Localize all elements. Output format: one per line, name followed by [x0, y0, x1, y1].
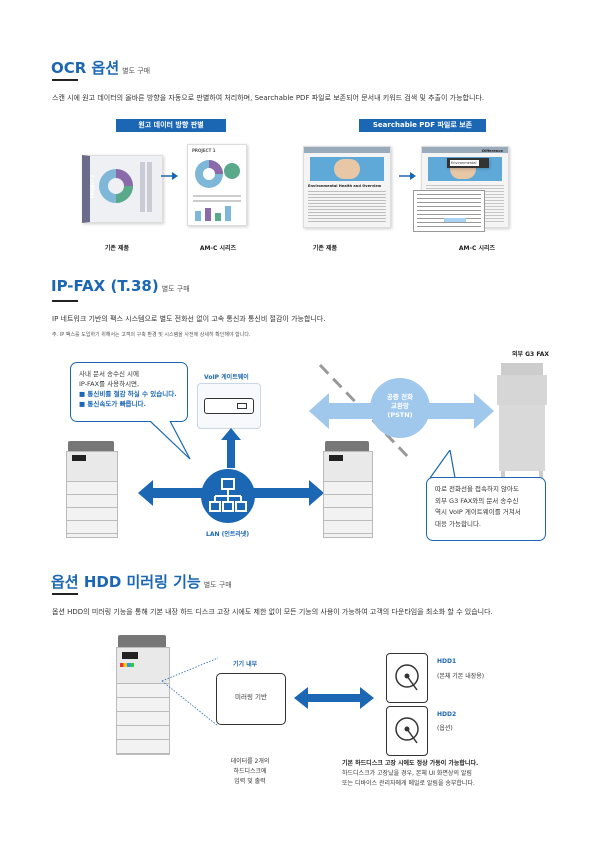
ocr-direction-label: 원고 데이터 방향 판별	[116, 119, 226, 132]
mfp-left	[66, 441, 118, 538]
voip-label: VoIP 게이트웨이	[204, 374, 249, 381]
caption-amc-2: AM-C 시리즈	[458, 245, 496, 252]
arrow-up-icon	[221, 428, 241, 468]
ocr-rotated-document: PROJECT 1	[76, 145, 163, 230]
arrow-right-icon	[252, 480, 324, 506]
ipfax-subtitle: 별도 구매	[161, 285, 190, 293]
mirroring-box: 미러링 기반	[216, 673, 286, 725]
pdf-window-legacy: Environmental Health and Overview	[303, 146, 391, 228]
pdf-search-box: Environmental	[447, 158, 489, 168]
ipfax-description: IP 네트워크 기반의 팩스 시스템으로 별도 전화선 없이 고속 통신과 통신…	[52, 315, 326, 323]
hdd-note: 기본 하드디스크 고장 시에도 정상 가동이 가능합니다. 하드디스크가 고장났…	[342, 759, 478, 789]
hdd-rule	[52, 593, 78, 595]
hdd-title-text: 옵션 HDD 미러링 기능	[51, 573, 201, 591]
hdd2-icon	[386, 706, 428, 756]
pie-chart-icon	[195, 160, 240, 188]
pstn-label: 교환망	[391, 402, 409, 410]
bubble-tail	[429, 450, 456, 479]
hdd-note-line: 또는 디바이스 관리자에게 메일로 알림을 송부합니다.	[342, 780, 475, 787]
pstn-label: (PSTN)	[387, 411, 413, 419]
hdd-note-bold: 기본 하드디스크 고장 시에도 정상 가동이 가능합니다.	[342, 760, 479, 767]
hdd-data-caption: 데이터를 2개의 하드디스크에 입력 및 출력	[216, 757, 284, 787]
hdd-subtitle: 별도 구매	[203, 581, 232, 589]
lan-label: LAN (인트라넷)	[206, 531, 250, 538]
hdd1-label: HDD1	[437, 658, 457, 665]
bar-chart-icon	[195, 206, 231, 221]
pstn-label: 공중 전화	[386, 393, 414, 401]
external-fax-label: 외부 G3 FAX	[512, 351, 549, 358]
bubble-line: IP-FAX를 사용하시면,	[79, 380, 140, 388]
ocr-subtitle: 별도 구매	[122, 67, 151, 75]
arrow-right-icon	[161, 172, 178, 180]
bubble-line: 따로 전화선을 접속하지 않아도	[435, 485, 519, 493]
pdf-zoom-text	[413, 190, 485, 232]
pdf-heading-right: Difference	[482, 149, 503, 153]
pie-chart-icon	[99, 169, 133, 203]
lan-network-icon	[201, 469, 255, 523]
arrow-right-icon	[399, 172, 416, 180]
hdd1-icon	[386, 653, 428, 703]
caption-legacy-2: 기존 제품	[312, 245, 338, 252]
bubble-tail	[150, 421, 191, 460]
hdd2-sublabel: (옵션)	[437, 725, 453, 732]
bubble-line: 대응 가능합니다.	[435, 519, 481, 528]
caption-amc-1: AM-C 시리즈	[199, 245, 237, 252]
pdf-heading: Environmental Health and Overview	[308, 184, 382, 188]
arrow-left-icon	[138, 480, 210, 506]
bubble-line: 사내 문서 송수신 시에	[79, 370, 140, 378]
hdd1-sublabel: (본체 기본 내장용)	[437, 673, 485, 680]
external-fax-machine	[497, 363, 547, 478]
ipfax-title-text: IP-FAX (T.38)	[51, 277, 159, 295]
mirroring-label: 미러링 기반	[235, 693, 267, 701]
caption-line: 입력 및 출력	[234, 778, 266, 785]
doc-label: PROJECT 1	[192, 148, 216, 153]
bubble-benefit: ■ 통신비를 절감 하실 수 있습니다.	[79, 390, 177, 398]
caption-legacy-1: 기존 제품	[104, 245, 130, 252]
ipfax-note: 주. IP 팩스를 도입하기 위해서는 고객의 구축 환경 및 시스템을 사전에…	[52, 332, 251, 338]
pstn-circle: 공중 전화 교환망 (PSTN)	[370, 378, 430, 438]
hdd-note-line: 하드디스크가 고장났을 경우, 본체 UI 화면상의 알림	[342, 770, 472, 777]
voip-box	[197, 383, 261, 429]
pdf-search-text: Environmental	[450, 160, 479, 166]
dotted-connector	[161, 657, 219, 727]
ocr-title-text: OCR 옵션	[51, 59, 120, 77]
mfp-hdd	[116, 635, 170, 755]
ipfax-rule	[52, 300, 78, 302]
ocr-pdf-label: Searchable PDF 파일로 보존	[359, 119, 486, 132]
bubble-line: 외부 G3 FAX와의 문서 송수신	[435, 496, 519, 505]
caption-line: 하드디스크에	[233, 768, 267, 775]
double-arrow-icon	[294, 687, 374, 709]
device-internal-label: 기기 내부	[233, 661, 258, 668]
ocr-rule	[52, 79, 78, 81]
bubble-line: 역시 VoIP 게이트웨이를 거쳐서	[435, 508, 521, 516]
router-icon	[204, 398, 254, 414]
ipfax-bubble-external: 따로 전화선을 접속하지 않아도 외부 G3 FAX와의 문서 송수신 역시 V…	[426, 477, 546, 541]
caption-line: 데이터를 2개의	[230, 758, 270, 765]
doc-label-rotated: PROJECT 1	[90, 174, 96, 199]
hdd-description: 옵션 HDD의 미러링 기능을 통해 기본 내장 하드 디스크 고장 시에도 제…	[52, 608, 493, 616]
bubble-benefit: ■ 통신속도가 빠릅니다.	[79, 400, 146, 408]
ipfax-bubble-internal: 사내 문서 송수신 시에 IP-FAX를 사용하시면, ■ 통신비를 절감 하실…	[70, 362, 188, 422]
ocr-description: 스캔 시에 원고 데이터의 올바른 방향을 자동으로 판별하여 처리하며, Se…	[52, 94, 485, 102]
hdd2-label: HDD2	[437, 711, 457, 718]
ipfax-title: IP-FAX (T.38)별도 구매	[51, 277, 190, 295]
mfp-right	[323, 441, 373, 538]
ocr-corrected-document: PROJECT 1	[187, 144, 247, 226]
